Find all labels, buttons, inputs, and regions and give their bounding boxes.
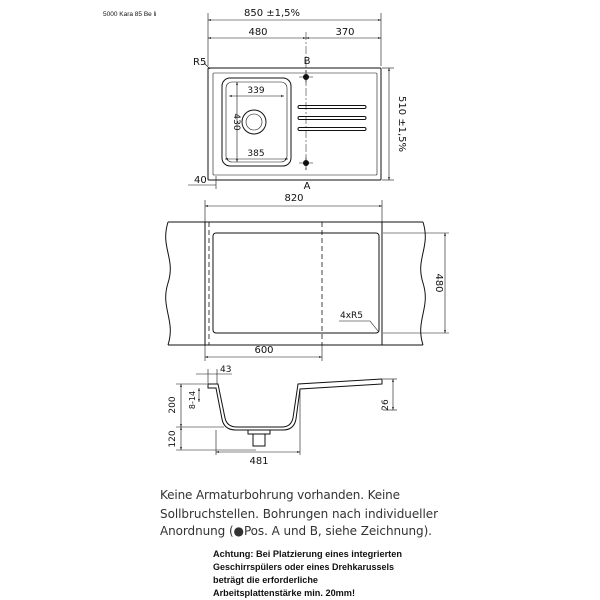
warning-line: beträgt die erforderliche (213, 575, 318, 586)
drainer-groove (297, 105, 367, 109)
cutout-depth-label: 480 (433, 273, 444, 292)
sink-inner-contour (212, 72, 378, 176)
overall-width-label: 850 ±1,5% (244, 8, 300, 19)
cutout-view: 820 480 4xR5 600 (165, 193, 449, 361)
drainer-width-label: 370 (335, 27, 354, 38)
hole-b-label: B (304, 56, 311, 67)
drainer-groove (297, 127, 367, 131)
sink-section-profile (207, 378, 383, 431)
basin-length-label: 430 (231, 113, 241, 130)
corner-radii-leader (339, 320, 379, 332)
drain-outer-icon (241, 109, 267, 135)
basin-inner-width-label: 339 (247, 86, 264, 96)
corner-radius-label: R5 (193, 57, 206, 68)
countertop-break-left (165, 221, 171, 346)
corner-radii-label: 4xR5 (340, 311, 363, 321)
warning-line: Geschirrspülers oder eines Drehkarussels (213, 562, 394, 573)
note-line: Sollbruchstellen. Bohrungen nach individ… (160, 507, 438, 521)
section-view: 43 200 120 8-14 26 481 (168, 365, 397, 467)
edge-offset-label: 40 (194, 175, 207, 186)
drain-tailpiece (252, 433, 266, 447)
warning-line: Arbeitsplattenstärke min. 20mm! (213, 588, 355, 599)
warning-line: Achtung: Bei Platzierung eines integrier… (213, 549, 402, 560)
basin-outer-width-label: 385 (247, 149, 264, 159)
hole-a-label: A (304, 181, 311, 192)
drain-flange (247, 429, 271, 435)
model-label: 5000 Kara 85 Be li (103, 11, 156, 18)
corner-radius-leader (203, 62, 211, 70)
hole-a-marker (299, 156, 313, 170)
countertop-break-right (420, 221, 426, 346)
drainer-height-label: 26 (381, 399, 391, 411)
cutout-opening (212, 232, 380, 334)
note-line: Anordnung (●Pos. A und B, siehe Zeichnun… (160, 524, 432, 538)
total-height-label: 200 (168, 396, 178, 413)
basin-inner-outline (225, 81, 288, 163)
cutout-width-label: 820 (284, 193, 303, 204)
notes-block: Keine Armaturbohrung vorhanden. Keine So… (160, 488, 438, 538)
hole-b-marker (299, 70, 313, 84)
drain-inner-icon (245, 113, 263, 131)
top-view: 850 ±1,5% 480 370 339 385 430 (188, 8, 407, 192)
rim-width-label: 43 (220, 365, 231, 375)
hole-a-cross (299, 156, 313, 170)
bottom-width-label: 481 (249, 456, 268, 467)
note-line: Keine Armaturbohrung vorhanden. Keine (160, 488, 400, 502)
drain-height-label: 120 (168, 430, 178, 447)
hole-b-cross (299, 70, 313, 84)
basin-section-label: 600 (254, 345, 273, 356)
basin-outline (221, 77, 292, 167)
sink-outer-contour (207, 67, 382, 181)
drainer-groove (297, 116, 367, 120)
overall-depth-label: 510 ±1,5% (396, 96, 407, 152)
warning-block: Achtung: Bei Platzierung eines integrier… (213, 549, 402, 599)
basin-width-label: 480 (248, 27, 267, 38)
countertop-thickness-label: 8-14 (188, 391, 197, 409)
